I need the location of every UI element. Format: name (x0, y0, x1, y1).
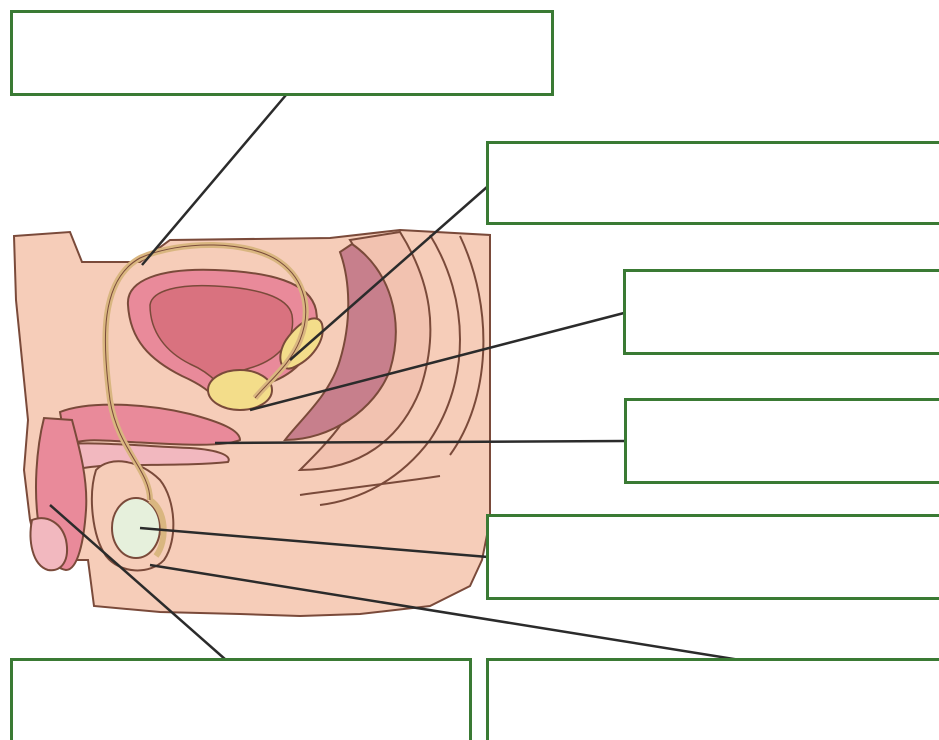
label-box-6[interactable] (10, 658, 472, 740)
label-box-3[interactable] (623, 269, 939, 355)
label-box-1[interactable] (10, 10, 554, 96)
label-box-5[interactable] (486, 514, 939, 600)
label-box-4[interactable] (624, 398, 939, 484)
label-box-7[interactable] (486, 658, 939, 740)
label-box-2[interactable] (486, 141, 939, 225)
